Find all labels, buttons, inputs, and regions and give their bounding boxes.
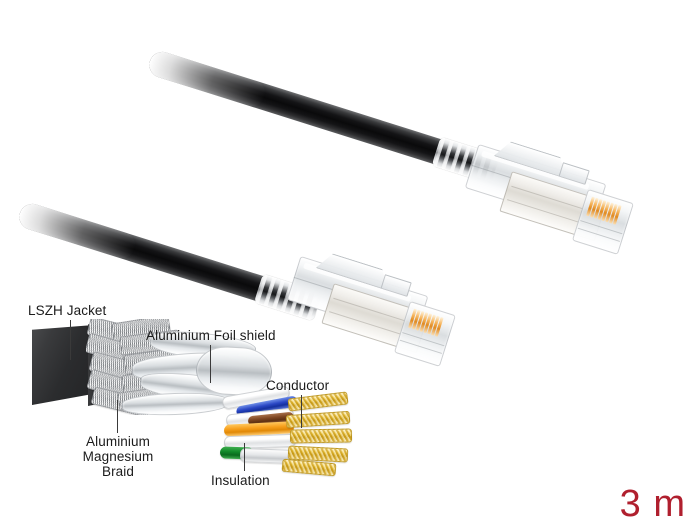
callout-aluminium-foil-shield-text: Aluminium Foil shield xyxy=(146,328,276,343)
cable-assembly-upper xyxy=(146,48,500,185)
rj45-connector-upper xyxy=(449,131,654,292)
callout-braid-line-2: Magnesium xyxy=(82,449,154,464)
callout-conductor-text: Conductor xyxy=(266,378,330,393)
callout-aluminium-magnesium-braid: Aluminium Magnesium Braid xyxy=(68,434,168,479)
callout-braid-line-3: Braid xyxy=(101,464,134,479)
cable-jacket-fade-lower xyxy=(16,200,139,262)
cutaway-lszh-jacket xyxy=(32,325,94,405)
leader-line-lszh-jacket xyxy=(70,320,71,360)
length-badge-text: 3 m xyxy=(619,483,686,525)
callout-insulation-text: Insulation xyxy=(211,473,270,488)
cable-cutaway-diagram xyxy=(0,295,380,477)
callout-lszh-jacket-text: LSZH Jacket xyxy=(28,303,107,318)
cable-jacket-fade-upper xyxy=(146,48,269,110)
leader-line-insulation xyxy=(244,443,245,471)
callout-insulation: Insulation xyxy=(211,473,270,488)
leader-line-aluminium-foil-shield xyxy=(210,345,211,383)
callout-lszh-jacket: LSZH Jacket xyxy=(28,303,106,318)
length-badge: 3 m xyxy=(620,484,686,524)
cutaway-conductor-1 xyxy=(287,391,349,412)
leader-line-conductor xyxy=(301,395,302,428)
callout-braid-line-1: Aluminium xyxy=(86,434,150,449)
leader-line-aluminium-braid xyxy=(117,400,118,433)
cutaway-conductor-2 xyxy=(285,410,351,429)
callout-aluminium-foil-shield: Aluminium Foil shield xyxy=(146,328,276,343)
cutaway-conductor-3 xyxy=(289,428,353,444)
callout-conductor: Conductor xyxy=(266,378,329,393)
